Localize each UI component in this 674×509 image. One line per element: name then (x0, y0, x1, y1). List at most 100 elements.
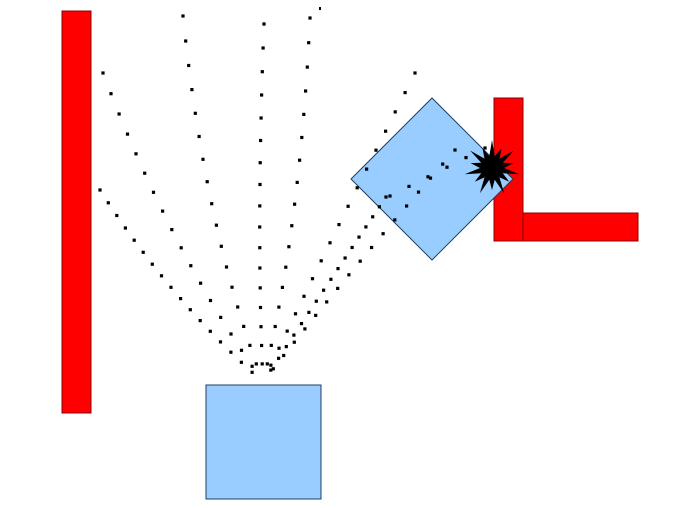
ray-dot (328, 241, 332, 245)
ray-dot (101, 71, 105, 75)
ray-dot (358, 259, 362, 263)
ray (269, 195, 388, 372)
source-square-block (205, 384, 322, 500)
ray-dot (346, 204, 350, 208)
ray-dot (169, 285, 173, 289)
ray-dot (259, 325, 263, 329)
ray-dot (261, 46, 265, 50)
ray-dot (357, 235, 361, 239)
ray (181, 14, 258, 366)
ray-dot (189, 264, 193, 268)
ray-dot (208, 298, 213, 303)
ray (258, 22, 266, 366)
ray-dot (224, 265, 229, 269)
ray-dot (134, 152, 138, 156)
ray-dot (426, 175, 430, 179)
ray-dot (132, 238, 136, 242)
ray-dot (308, 16, 312, 20)
ray-dot (280, 285, 284, 289)
ray-dot (236, 305, 240, 309)
explosion-burst-icon (464, 140, 520, 194)
ray-dot (384, 195, 388, 199)
ray-dot (219, 315, 223, 319)
ray-dot (319, 259, 323, 263)
ray-dot (314, 313, 318, 317)
l-shaped-wall (493, 97, 639, 242)
ray-dot (141, 250, 145, 254)
ray-dot (210, 202, 214, 206)
ray (265, 16, 312, 366)
ray-dot (201, 157, 205, 161)
ray-dot (218, 340, 223, 344)
ray-dot (293, 202, 297, 206)
ray-dot (258, 204, 262, 208)
ray-dot (277, 356, 281, 360)
ray-dot (365, 167, 369, 171)
ray-dot (336, 286, 340, 290)
ray (101, 71, 254, 368)
ray-dot (214, 223, 218, 227)
ray-dot (258, 286, 262, 290)
ray-dot (161, 209, 165, 213)
ray-dot (242, 324, 246, 328)
ray-dot (143, 171, 147, 175)
reflected-ray (388, 146, 487, 198)
ray-dot (115, 213, 119, 218)
ray-dot (302, 112, 306, 116)
ray-dot (123, 226, 127, 230)
ray-dot (230, 285, 234, 289)
l-wall-horizontal (521, 212, 639, 242)
ray-dot (184, 39, 188, 43)
ray-dot (307, 310, 311, 314)
ray-dot (260, 93, 264, 97)
ray-dot (290, 224, 294, 228)
ray-dot (106, 201, 110, 205)
ray-dot (282, 353, 286, 358)
ray-dot (370, 245, 374, 250)
ray-dot (258, 305, 263, 310)
ray-dot (384, 129, 388, 133)
ray-dot (190, 88, 194, 92)
ray-dot (250, 364, 254, 368)
ray-dot (337, 223, 341, 227)
ray-dot (464, 156, 468, 160)
ray-dot (304, 89, 308, 93)
ray-dot (208, 329, 212, 333)
ray-dot (198, 319, 202, 323)
ray-dot (258, 266, 262, 270)
ray-dot (109, 92, 113, 96)
ray-dot (117, 112, 121, 116)
ray-dot (179, 297, 183, 301)
ray-dot (350, 245, 354, 250)
ray-dot (260, 70, 264, 74)
ray-dot (265, 362, 269, 366)
ray-dot (325, 300, 329, 304)
ray-dot (284, 265, 288, 269)
ray-dot (258, 246, 262, 250)
ray-dot (269, 343, 273, 347)
ray-dot (287, 245, 291, 249)
ray-dot (428, 176, 433, 180)
ray-dot (336, 267, 340, 271)
ray-dot (229, 332, 233, 336)
ray-dot (187, 63, 191, 68)
ray-dot (188, 308, 192, 312)
ray-dot (453, 148, 457, 152)
dotted-ray-lines (98, 7, 487, 374)
ray-dot (293, 312, 298, 316)
ray-dot (269, 363, 273, 367)
ray-dot (170, 228, 174, 232)
ray-dot (329, 277, 333, 281)
ray-dot (258, 182, 262, 187)
ray-dot (295, 180, 299, 184)
ray-dot (197, 134, 201, 139)
ray-dot (260, 362, 264, 366)
ray-dot (364, 225, 368, 229)
ray-dot (260, 343, 264, 348)
ray-dot (239, 360, 243, 364)
ray-dot (355, 186, 359, 190)
ray (271, 148, 457, 371)
ray-dot (292, 340, 296, 344)
ray-dot (445, 165, 449, 169)
ray-dot (239, 348, 244, 352)
